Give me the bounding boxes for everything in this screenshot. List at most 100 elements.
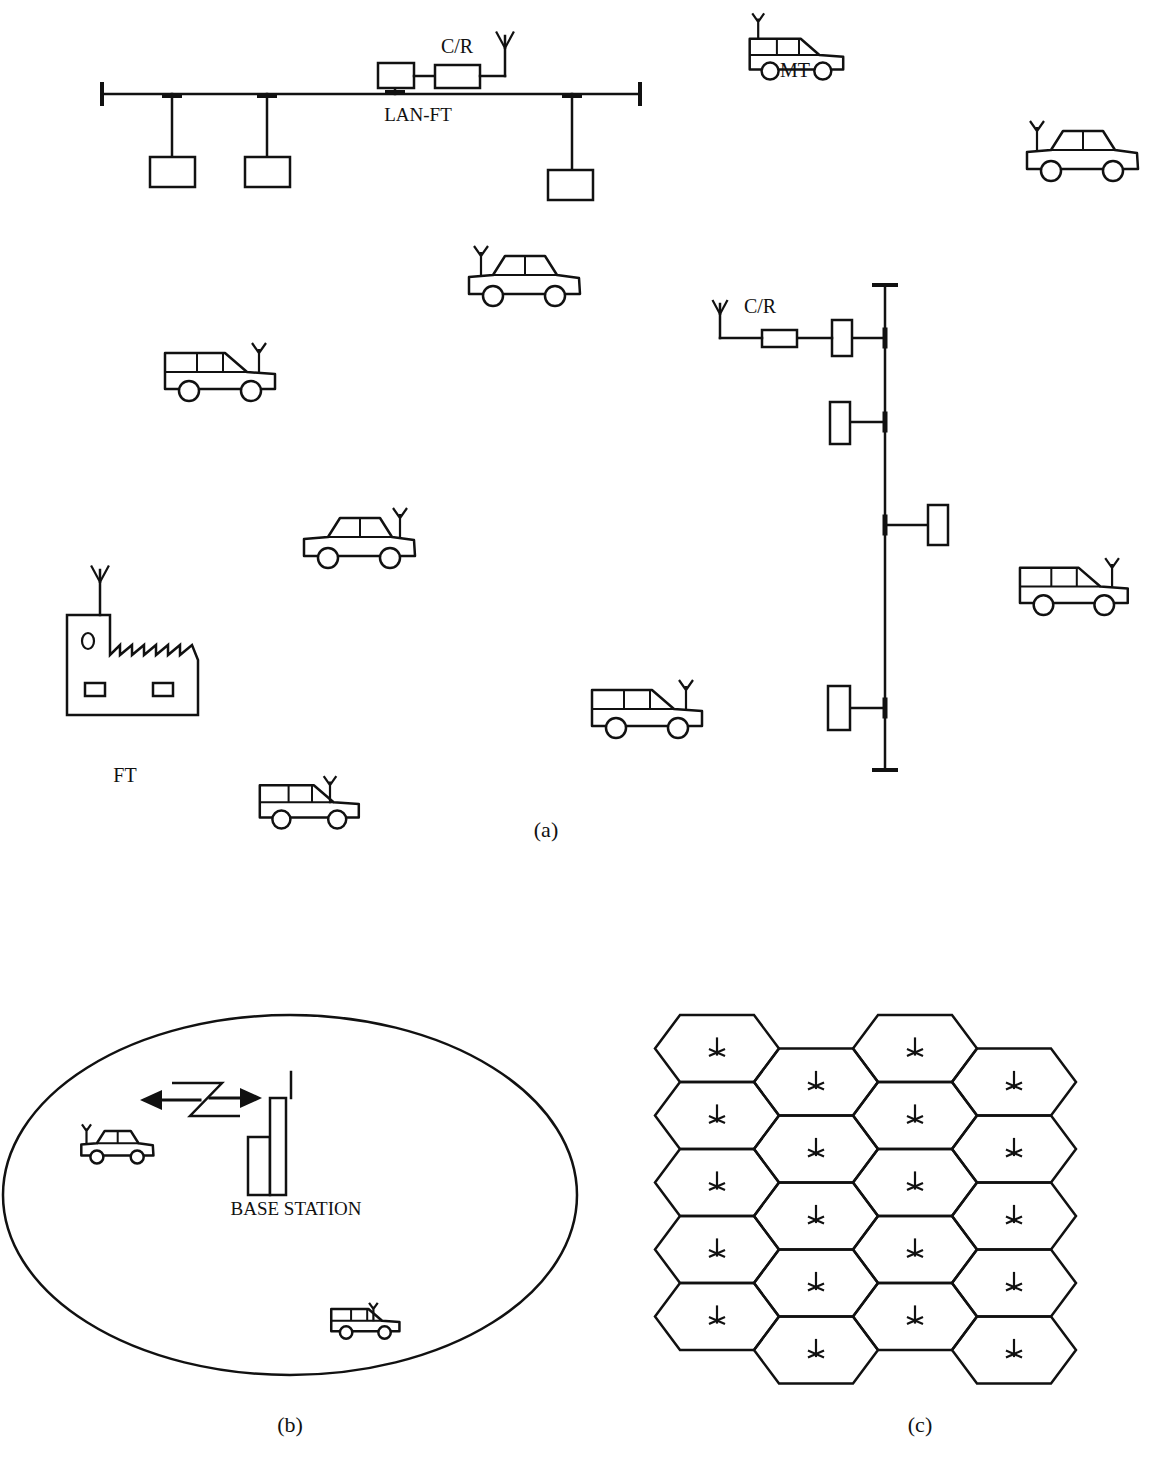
- terminal-box: [378, 63, 414, 88]
- wheel: [318, 548, 338, 568]
- station-mast: [908, 1117, 922, 1123]
- part-label: MT: [780, 60, 810, 80]
- bus-drop: [266, 94, 269, 157]
- factory-terminal: [67, 566, 198, 715]
- vehicle-window: [328, 518, 392, 537]
- antenna: [504, 36, 507, 76]
- controller-radio-box: [435, 65, 480, 88]
- station-mast: [809, 1083, 823, 1089]
- bus-tap: [164, 94, 180, 98]
- wheel: [380, 548, 400, 568]
- antenna: [252, 343, 266, 373]
- vehicle-window: [750, 39, 820, 55]
- figure-label: (b): [277, 1414, 303, 1436]
- station-mast: [1007, 1083, 1021, 1089]
- van-terminal: [260, 776, 359, 828]
- cell-base-station: [710, 1106, 724, 1123]
- station-mast: [809, 1083, 823, 1089]
- cell-base-station: [710, 1173, 724, 1190]
- cell-base-station: [809, 1206, 823, 1223]
- terminal-box: [928, 505, 948, 545]
- cell-base-station: [809, 1340, 823, 1357]
- cell-boundary: [3, 1015, 577, 1375]
- wire: [414, 75, 435, 78]
- antenna: [505, 32, 513, 48]
- wire: [480, 75, 505, 78]
- part-label: FT: [113, 765, 136, 785]
- station-mast: [710, 1251, 724, 1257]
- cell-base-station: [710, 1307, 724, 1324]
- wheel: [545, 286, 565, 306]
- hex-cell: [952, 1116, 1076, 1183]
- van-terminal: [331, 1303, 399, 1339]
- station-mast: [908, 1184, 922, 1190]
- part-label: C/R: [441, 36, 473, 56]
- antenna: [324, 776, 337, 803]
- base-station-antenna: [290, 1072, 293, 1098]
- station-mast: [1007, 1217, 1021, 1223]
- antenna: [719, 304, 722, 338]
- wheel: [483, 286, 503, 306]
- terminal-box: [245, 157, 290, 187]
- hex-cell: [952, 1183, 1076, 1250]
- radio-link: [160, 1099, 200, 1102]
- vehicle-window: [165, 353, 247, 372]
- wheel: [378, 1326, 390, 1338]
- station-mast: [1007, 1150, 1021, 1156]
- antenna: [369, 1303, 378, 1322]
- cell-base-station: [908, 1039, 922, 1056]
- bus-drop: [852, 337, 885, 340]
- station-mast: [908, 1251, 922, 1257]
- bus-tap: [883, 517, 888, 533]
- station-mast: [908, 1117, 922, 1123]
- wheel: [1034, 595, 1054, 615]
- figure-label: (c): [908, 1414, 932, 1436]
- bus-tap: [883, 700, 888, 716]
- station-mast: [710, 1184, 724, 1190]
- hex-cell: [952, 1250, 1076, 1317]
- station-mast: [1007, 1083, 1021, 1089]
- station-mast: [809, 1150, 823, 1156]
- car-terminal: [304, 508, 415, 568]
- cell-base-station: [1007, 1273, 1021, 1290]
- bus-tap: [883, 330, 888, 346]
- terminal-box: [830, 402, 850, 444]
- hex-cell: [952, 1049, 1076, 1116]
- factory-window: [85, 683, 105, 696]
- hex-cell: [952, 1317, 1076, 1384]
- wheel: [131, 1150, 144, 1163]
- vehicle-window: [592, 690, 674, 709]
- arrowhead: [140, 1090, 162, 1110]
- panel-c: [655, 1015, 1076, 1384]
- bus-tap: [564, 94, 580, 98]
- bus-drop: [171, 94, 174, 157]
- cell-base-station: [710, 1240, 724, 1257]
- station-mast: [710, 1117, 724, 1123]
- bus-drop: [571, 94, 574, 170]
- station-mast: [710, 1117, 724, 1123]
- car-terminal: [1027, 121, 1138, 181]
- antenna: [99, 570, 102, 615]
- antenna: [1105, 558, 1119, 587]
- terminal-box: [548, 170, 593, 200]
- van-terminal: [592, 680, 702, 738]
- station-mast: [908, 1251, 922, 1257]
- cell-base-station: [908, 1240, 922, 1257]
- wheel: [762, 63, 779, 80]
- base-station-building: [270, 1098, 286, 1195]
- station-mast: [908, 1318, 922, 1324]
- station-mast: [710, 1251, 724, 1257]
- factory-window: [153, 683, 173, 696]
- bus-end: [874, 283, 896, 287]
- part-label: BASE STATION: [231, 1199, 362, 1218]
- wheel: [179, 381, 199, 401]
- station-mast: [1007, 1284, 1021, 1290]
- bus-tap: [259, 94, 275, 98]
- cell-base-station: [1007, 1072, 1021, 1089]
- station-mast: [809, 1150, 823, 1156]
- bus-tap: [387, 90, 403, 94]
- wire: [797, 337, 832, 340]
- station-mast: [1007, 1351, 1021, 1357]
